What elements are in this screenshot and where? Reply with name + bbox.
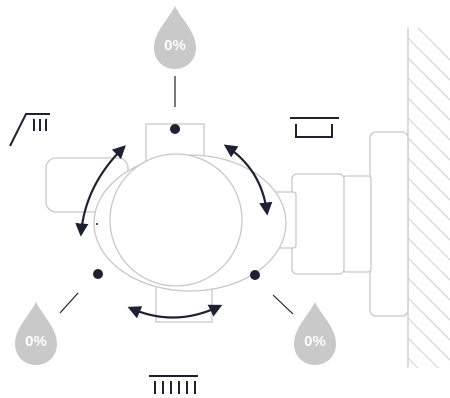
rotation-arrows [75, 144, 273, 319]
rotate-arrow-bottom [127, 304, 223, 319]
wall-flange [369, 131, 409, 317]
control-knob[interactable] [109, 153, 243, 287]
rain-shower-icon [149, 375, 198, 394]
water-drop-icon [294, 302, 336, 365]
mounting-base [342, 175, 372, 273]
water-drop-icon [15, 302, 57, 365]
wall [407, 28, 450, 368]
drop-left: 0% [15, 302, 57, 365]
water-drop-icon [154, 6, 196, 69]
small-mark [96, 223, 98, 225]
rotate-arrow-right [223, 144, 273, 216]
wall-hatching [408, 28, 450, 368]
connector-nut [291, 173, 345, 275]
hand-shower-icon [9, 113, 50, 147]
rotate-arrow-left [75, 145, 126, 237]
drop-right-label: 0% [304, 333, 326, 350]
position-dot-top [170, 124, 180, 134]
pointers [59, 76, 294, 315]
position-dot-left [93, 269, 103, 279]
drop-top: 0% [154, 6, 196, 69]
position-dot-right [250, 270, 260, 280]
bathtub-spout-icon [290, 117, 339, 138]
drop-right: 0% [294, 302, 336, 365]
leader-line-right [272, 294, 294, 315]
drop-left-label: 0% [25, 333, 47, 350]
leader-line-left [59, 292, 79, 314]
drop-top-label: 0% [164, 37, 186, 54]
valve-body [45, 123, 409, 323]
